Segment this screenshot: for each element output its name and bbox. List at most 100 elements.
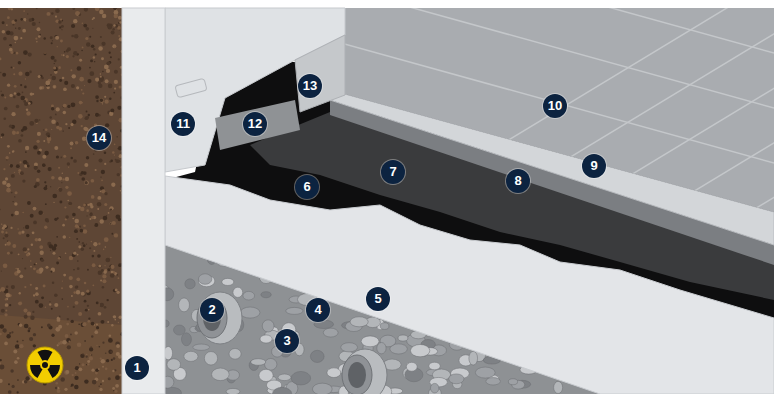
soil-grain (98, 386, 100, 388)
soil-grain (7, 145, 10, 148)
soil-grain (9, 152, 11, 154)
soil-grain (39, 22, 40, 23)
soil-grain (24, 20, 26, 22)
soil-grain (62, 340, 66, 344)
soil-grain (1, 137, 3, 139)
soil-grain (97, 254, 101, 258)
soil-grain (81, 89, 83, 91)
soil-grain (5, 309, 7, 311)
soil-grain (109, 97, 112, 100)
soil-grain (0, 379, 3, 383)
soil-grain (18, 231, 22, 235)
soil-grain (89, 71, 94, 76)
soil-grain (15, 268, 17, 270)
soil-grain (36, 263, 37, 264)
soil-grain (32, 311, 34, 313)
soil-grain (57, 389, 61, 393)
soil-grain (113, 24, 115, 26)
soil-grain (35, 238, 39, 242)
soil-grain (76, 86, 79, 89)
soil-grain (40, 251, 44, 255)
soil-grain (44, 181, 46, 183)
soil-grain (67, 162, 70, 165)
stone (380, 323, 389, 330)
soil-grain (91, 322, 95, 326)
soil-grain (67, 191, 72, 196)
soil-grain (114, 233, 118, 237)
soil-grain (59, 26, 61, 28)
soil-grain (45, 266, 48, 269)
soil-grain (71, 383, 74, 386)
soil-grain (73, 19, 77, 23)
soil-grain (51, 176, 55, 180)
soil-grain (74, 34, 78, 38)
soil-grain (3, 263, 8, 268)
stone (259, 369, 273, 381)
soil-grain (93, 250, 95, 252)
soil-grain (13, 67, 15, 69)
soil-grain (16, 131, 19, 134)
soil-grain (89, 247, 91, 249)
soil-grain (97, 196, 101, 200)
soil-grain (48, 167, 52, 171)
soil-grain (45, 81, 50, 86)
soil-grain (0, 72, 1, 73)
soil-grain (35, 38, 37, 40)
soil-grain (83, 229, 88, 234)
soil-grain (53, 86, 56, 89)
soil-grain (112, 387, 115, 390)
soil-grain (118, 277, 120, 279)
soil-grain (80, 207, 84, 211)
soil-grain (19, 292, 21, 294)
soil-grain (27, 13, 28, 14)
tile-joint (450, 0, 774, 230)
soil-grain (20, 18, 23, 21)
soil-grain (104, 306, 107, 309)
soil-grain (50, 268, 55, 273)
tile-joint (330, 260, 774, 383)
soil-grain (110, 273, 115, 278)
soil-grain (108, 212, 110, 214)
soil-grain (84, 163, 88, 167)
soil-grain (102, 366, 104, 368)
soil-grain (87, 204, 89, 206)
soil-grain (72, 213, 76, 217)
soil-grain (17, 357, 20, 360)
soil-grain (27, 201, 31, 205)
soil-grain (91, 195, 95, 199)
soil-grain (96, 326, 99, 329)
soil-grain (65, 177, 69, 181)
soil-grain (75, 286, 78, 289)
soil-grain (71, 295, 73, 297)
soil-grain (27, 248, 29, 250)
soil-grain (0, 287, 5, 292)
soil-grain (114, 390, 117, 393)
soil-grain (4, 234, 8, 238)
soil-grain (6, 293, 10, 297)
soil-grain (70, 69, 72, 71)
soil-grain (99, 77, 104, 82)
callout-number: 8 (506, 169, 530, 193)
soil-grain (55, 36, 59, 40)
soil-grain (81, 50, 83, 52)
soil-grain (118, 16, 122, 20)
soil-grain (79, 101, 83, 105)
soil-grain (65, 215, 69, 219)
soil-grain (82, 23, 83, 24)
soil-grain (58, 257, 60, 259)
soil-grain (108, 84, 113, 89)
soil-grain (14, 245, 16, 247)
stone (261, 292, 271, 298)
soil-grain (55, 15, 57, 17)
edge-insulation-strip (295, 35, 345, 112)
soil-grain (15, 42, 16, 43)
soil-grain (86, 215, 87, 216)
soil-grain (110, 108, 114, 112)
soil-grain (35, 287, 38, 290)
soil-grain (104, 192, 107, 195)
soil-grain (17, 270, 21, 274)
soil-grain (30, 260, 32, 262)
soil-grain (37, 132, 41, 136)
soil-grain (13, 24, 15, 26)
stone (291, 371, 310, 384)
